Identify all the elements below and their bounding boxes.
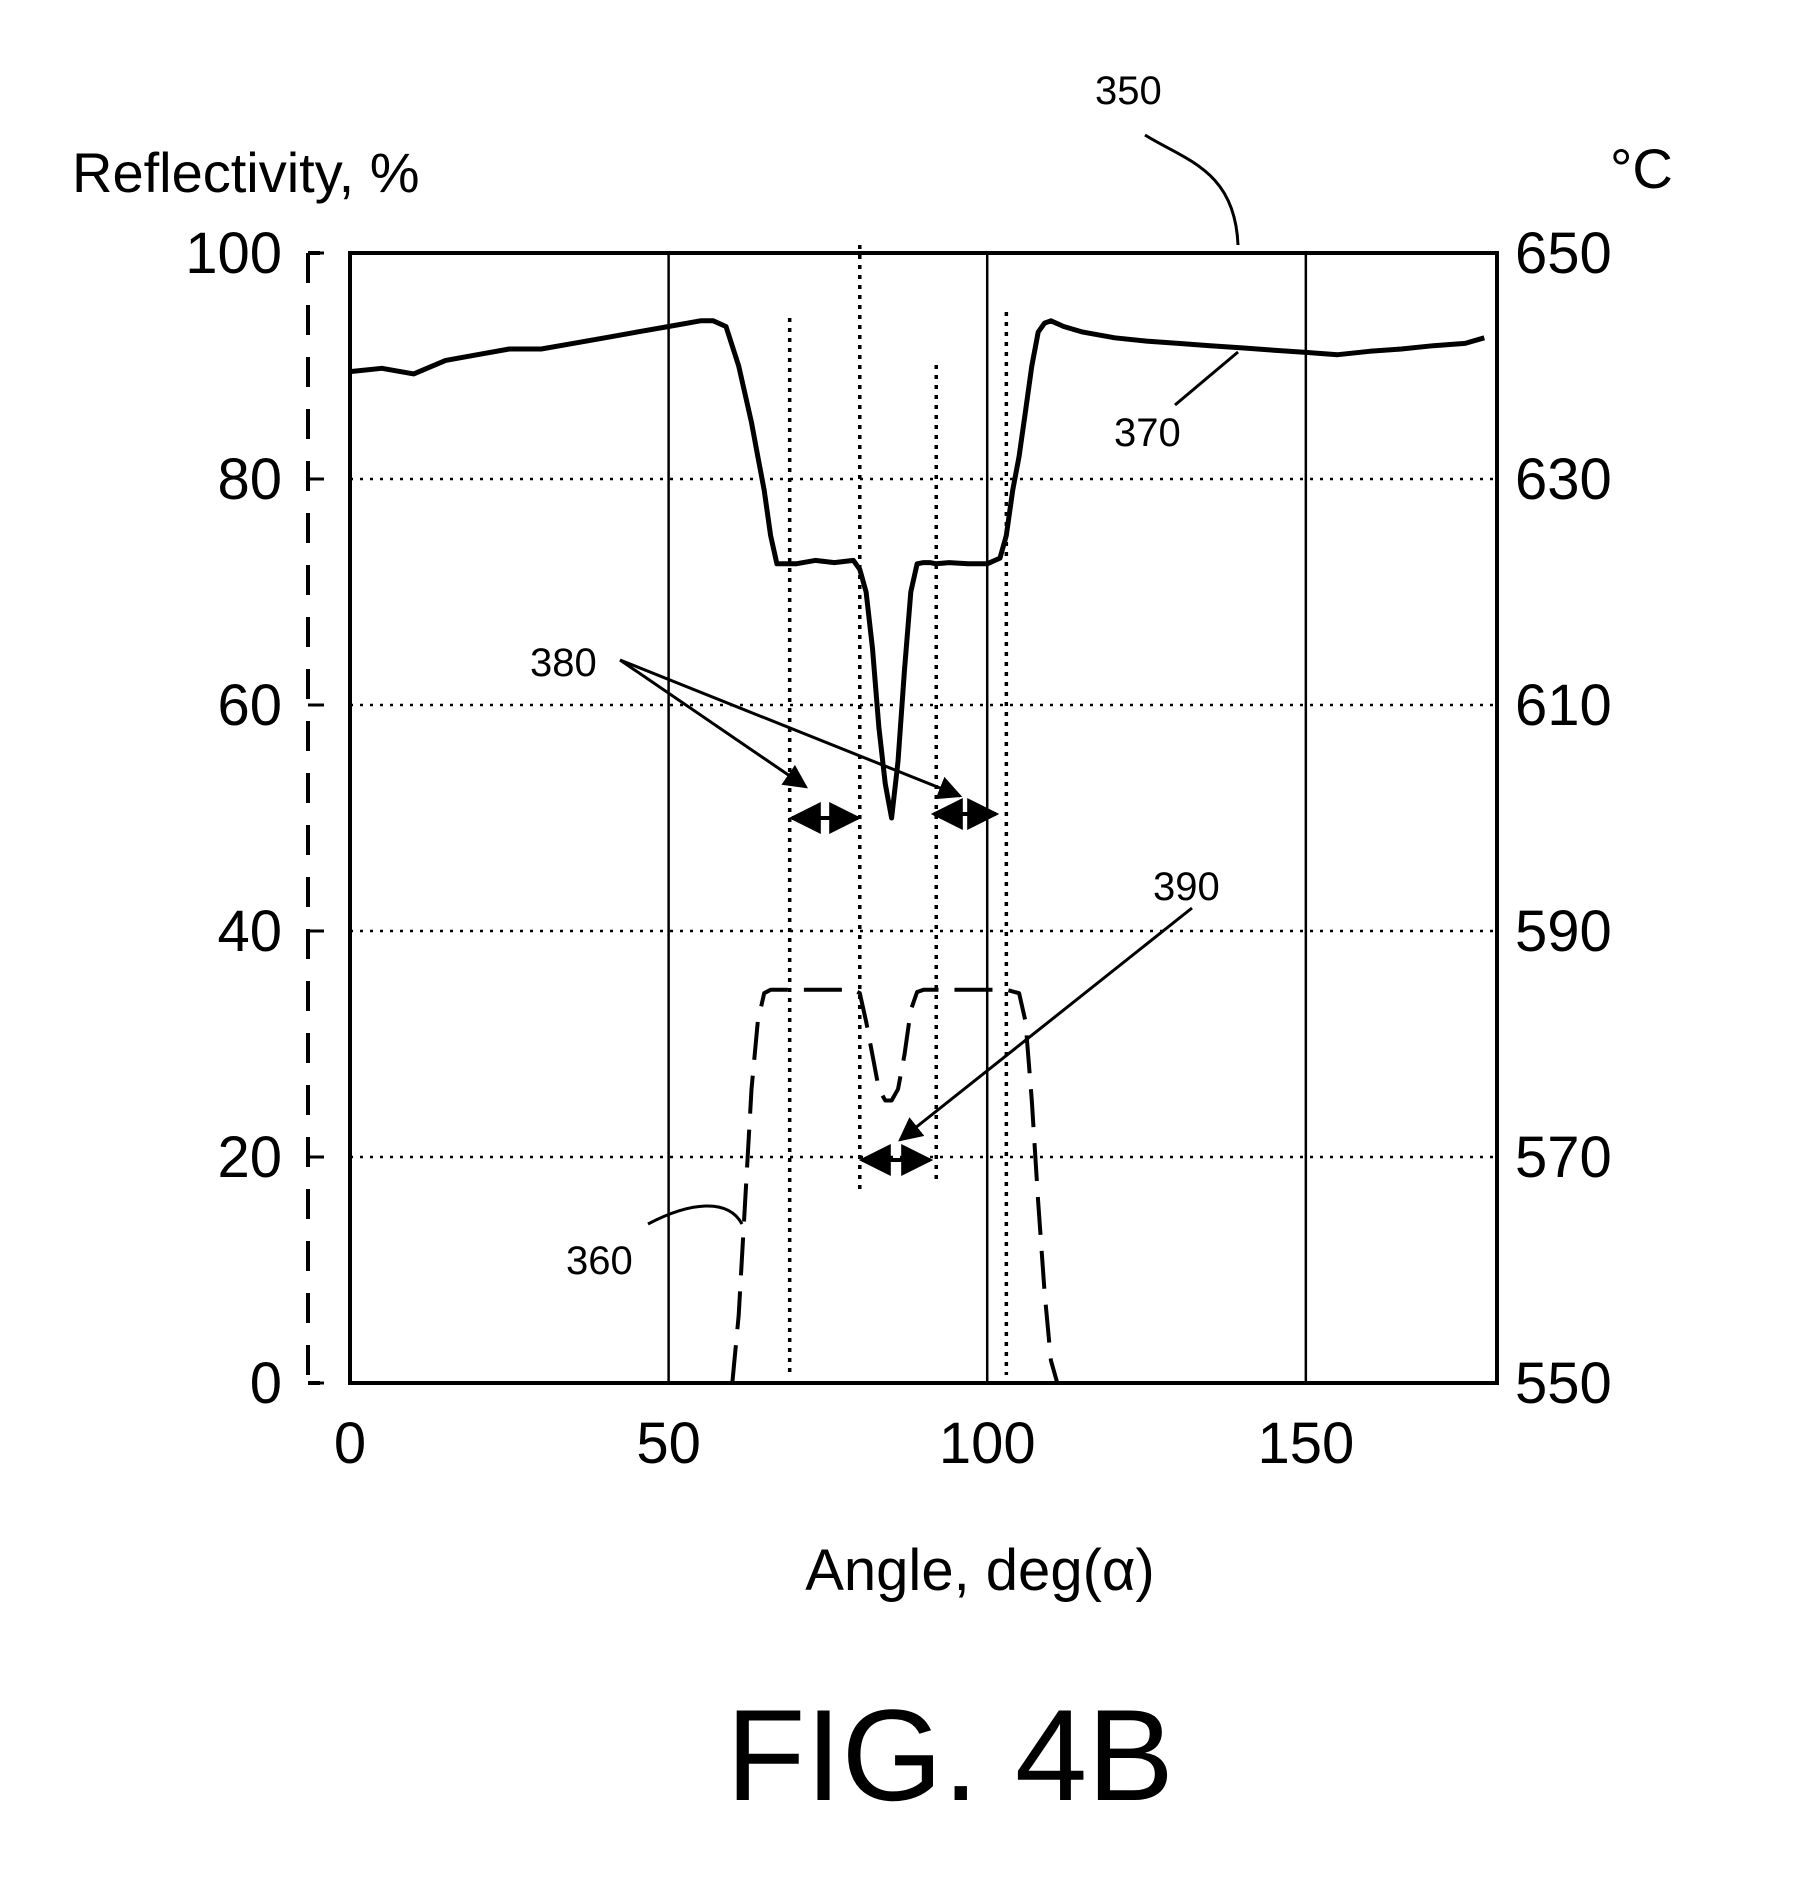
leader-line-370: [1174, 350, 1239, 407]
y-right-tick-label-630: 630: [1515, 447, 1612, 512]
y-left-tick-label-60: 60: [217, 673, 282, 738]
dotted-vertical-markers: [787, 245, 1009, 1375]
pointer-arrow-390: [898, 906, 1193, 1142]
ref-label-370: 370: [1114, 411, 1181, 455]
y-left-axis-label: Reflectivity, %: [72, 141, 419, 204]
ref-label-390: 390: [1153, 865, 1220, 909]
x-tick-label-150: 150: [1257, 1411, 1354, 1476]
ref-label-360: 360: [566, 1239, 633, 1283]
y-left-tick-label-0: 0: [250, 1351, 282, 1416]
y-left-tick-label-100: 100: [185, 221, 282, 286]
y-right-tick-label-570: 570: [1515, 1125, 1612, 1190]
leader-line-360: [647, 1204, 744, 1226]
y-right-tick-label-610: 610: [1515, 673, 1612, 738]
y-right-axis-label: °C: [1610, 137, 1673, 200]
x-tick-label-0: 0: [334, 1411, 366, 1476]
series-layer: [349, 318, 1486, 1384]
grid-layer: [350, 253, 1497, 1383]
x-tick-label-100: 100: [939, 1411, 1036, 1476]
x-axis-label: Angle, deg(α): [805, 1538, 1155, 1603]
series-line-360: [730, 987, 1060, 1384]
y-right-tick-label-550: 550: [1515, 1351, 1612, 1416]
y-left-tick-label-20: 20: [217, 1125, 282, 1190]
tick-layer: 0 50 100 150 0 20 40 60 80 100 550 570 590 610 630 650: [185, 221, 1612, 1476]
leader-line-350: [1144, 133, 1240, 246]
series-line-370: [349, 318, 1486, 821]
ref-label-380: 380: [530, 641, 597, 685]
figure-caption: FIG. 4B: [726, 1682, 1174, 1828]
y-left-tick-label-80: 80: [217, 447, 282, 512]
pointer-arrow-380a: [619, 658, 808, 789]
y-right-tick-label-590: 590: [1515, 899, 1612, 964]
y-right-tick-label-650: 650: [1515, 221, 1612, 286]
left-temperature-dashed-axis: [306, 251, 320, 1385]
x-tick-label-50: 50: [636, 1411, 701, 1476]
y-left-tick-label-40: 40: [217, 899, 282, 964]
ref-label-350: 350: [1095, 69, 1162, 113]
plot-frame: [348, 251, 1499, 1385]
pointer-arrow-380b: [619, 658, 963, 800]
